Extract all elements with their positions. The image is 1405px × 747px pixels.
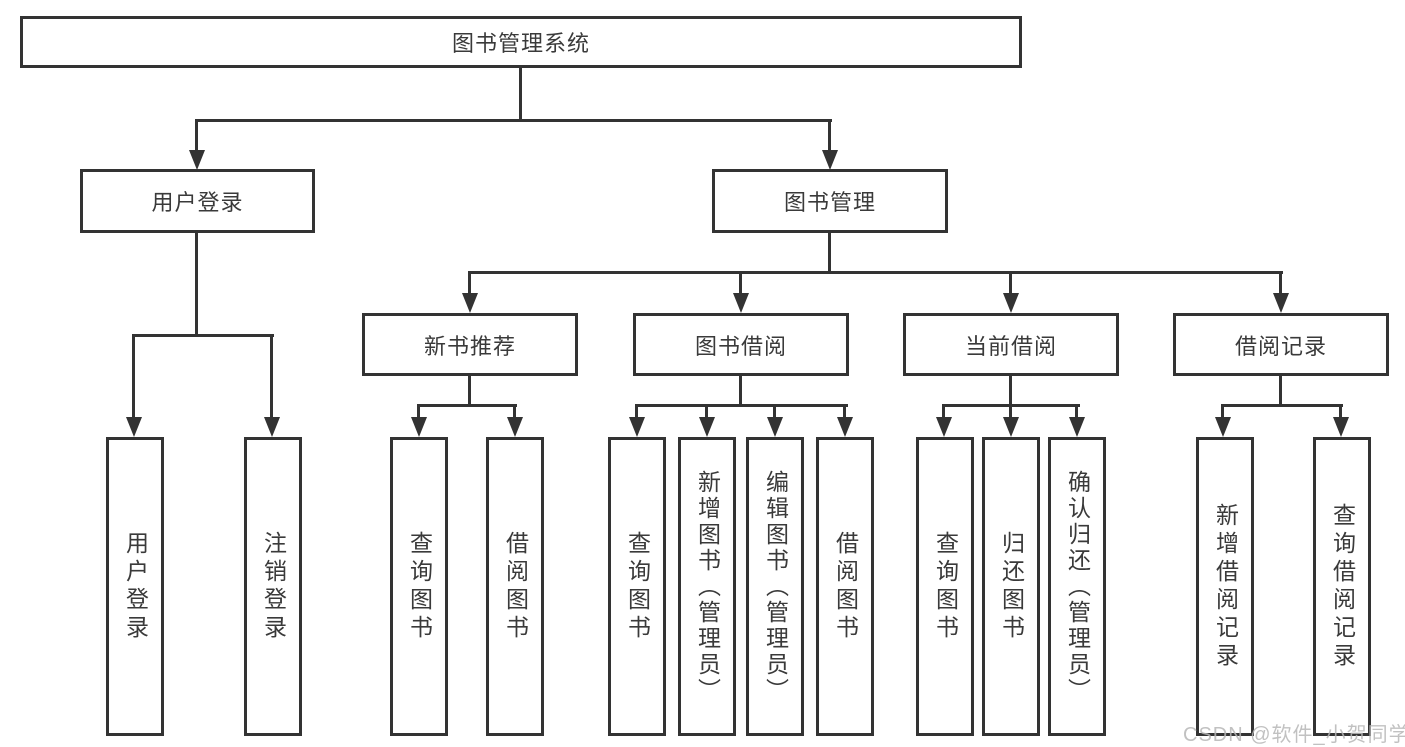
edge-leaf-stem [843,404,846,419]
leaf-query-books-recommend: 查询图书 [390,437,448,736]
arrow-down-icon [462,293,478,313]
edge-leaf-stem [513,404,516,419]
leaf-query-borrow-record: 查询借阅记录 [1313,437,1371,736]
edge-root-bar [195,119,832,122]
edge-leaf-stem [635,404,638,419]
leaf-add-books-admin: 新增图书（管理员） [678,437,736,736]
node-book-borrow: 图书借阅 [633,313,849,376]
edge-leaf-stem [1075,404,1078,419]
leaf-borrow-books: 借阅图书 [816,437,874,736]
leaf-label: 确认归还（管理员） [1064,469,1091,704]
node-label: 图书管理 [783,190,876,215]
leaf-label: 查询借阅记录 [1329,502,1356,671]
node-label: 借阅记录 [1234,333,1327,359]
arrow-down-icon [126,417,142,437]
leaf-user-login: 用户登录 [106,437,164,736]
leaf-label: 借阅图书 [502,530,529,643]
node-book-management: 图书管理 [712,169,948,233]
edge-leaf-stem [417,404,420,419]
leaf-label: 归还图书 [998,530,1025,643]
edge-leaf-stem [942,404,945,419]
edge-book-borrow-stem [739,376,742,407]
leaf-label: 用户登录 [122,530,149,643]
node-label: 用户登录 [151,190,244,215]
leaf-confirm-return-admin: 确认归还（管理员） [1048,437,1106,736]
edge-borrow-records-stem [1279,376,1282,407]
arrow-down-icon [264,417,280,437]
leaf-logout-login: 注销登录 [244,437,302,736]
edge-leaf-stem [1221,404,1224,419]
edge-leaf-stem [773,404,776,419]
edge-leaf-stem [1339,404,1342,419]
node-user-login: 用户登录 [80,169,315,233]
edge-current-borrow-stem [1009,376,1012,407]
arrow-down-icon [699,417,715,437]
edge-new-book-recommend-bar [417,404,517,407]
edge-to-book-borrow [739,271,742,295]
node-label: 图书借阅 [694,333,787,359]
edge-leaf-stem [1009,404,1012,419]
leaf-label: 查询图书 [624,530,651,643]
leaf-label: 编辑图书（管理员） [762,469,789,704]
arrow-down-icon [767,417,783,437]
node-new-book-recommend: 新书推荐 [362,313,578,376]
arrow-down-icon [733,293,749,313]
arrow-down-icon [411,417,427,437]
edge-user-login-stem [195,233,198,337]
node-label: 当前借阅 [964,333,1057,359]
leaf-label: 新增借阅记录 [1212,502,1239,671]
leaf-query-books-current: 查询图书 [916,437,974,736]
edge-book-borrow-bar [635,404,848,407]
leaf-borrow-books-recommend: 借阅图书 [486,437,544,736]
edge-to-new-book-recommend [468,271,471,295]
leaf-label: 查询图书 [932,530,959,643]
edge-to-user-login [195,119,198,152]
arrow-down-icon [1215,417,1231,437]
leaf-add-borrow-record: 新增借阅记录 [1196,437,1254,736]
leaf-label: 借阅图书 [832,530,859,643]
edge-root-stem [519,68,522,122]
edge-to-current-borrow [1009,271,1012,295]
node-borrow-records: 借阅记录 [1173,313,1389,376]
arrow-down-icon [1273,293,1289,313]
arrow-down-icon [936,417,952,437]
edge-leaf-stem [705,404,708,419]
edge-book-management-bar [468,271,1283,274]
csdn-watermark: CSDN @软件_小贺同学 [1183,724,1405,746]
node-library-management-system: 图书管理系统 [20,16,1022,68]
leaf-label: 新增图书（管理员） [694,469,721,704]
leaf-edit-books-admin: 编辑图书（管理员） [746,437,804,736]
edge-to-borrow-records [1279,271,1282,295]
arrow-down-icon [189,150,205,170]
edge-borrow-records-bar [1221,404,1343,407]
leaf-return-books: 归还图书 [982,437,1040,736]
arrow-down-icon [1069,417,1085,437]
edge-to-book-management [828,119,831,152]
edge-to-leaf-logout [270,334,273,419]
edge-new-book-recommend-stem [468,376,471,407]
arrow-down-icon [629,417,645,437]
leaf-query-books-borrow: 查询图书 [608,437,666,736]
arrow-down-icon [822,150,838,170]
arrow-down-icon [1003,293,1019,313]
edge-book-management-stem [828,233,831,274]
arrow-down-icon [837,417,853,437]
leaf-label: 注销登录 [260,530,287,643]
arrow-down-icon [507,417,523,437]
arrow-down-icon [1333,417,1349,437]
node-label: 新书推荐 [423,333,516,359]
arrow-down-icon [1003,417,1019,437]
edge-user-login-bar [132,334,274,337]
edge-to-leaf-user-login [132,334,135,419]
node-current-borrow: 当前借阅 [903,313,1119,376]
leaf-label: 查询图书 [406,530,433,643]
node-label: 图书管理系统 [451,31,590,56]
